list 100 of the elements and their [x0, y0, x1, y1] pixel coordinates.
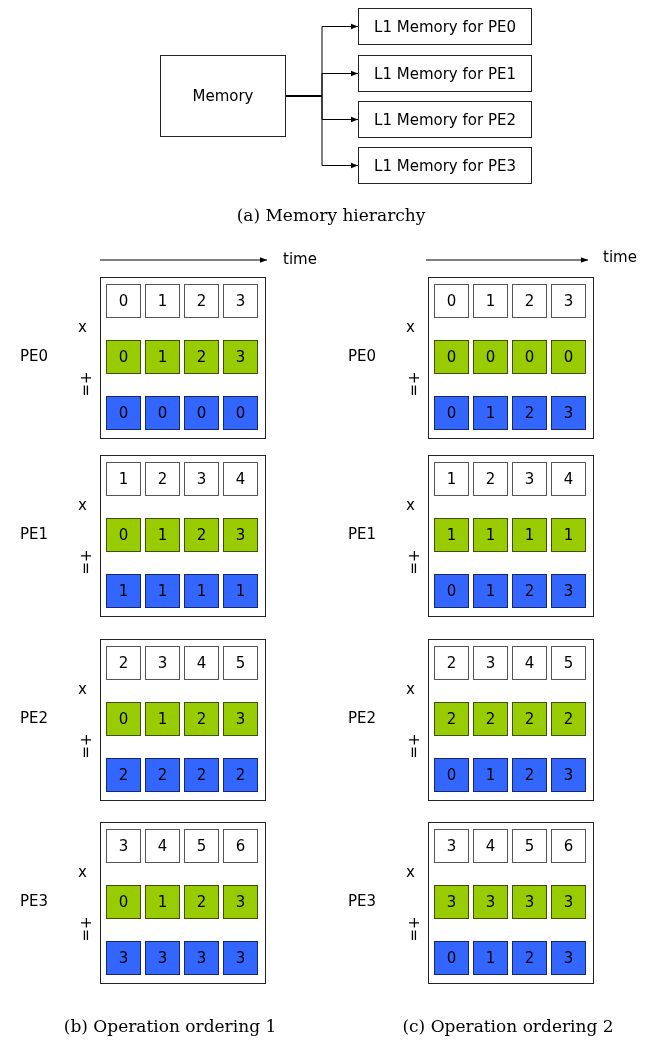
value-cell: 5	[223, 646, 258, 680]
memory-box: Memory	[160, 55, 286, 137]
value-cell: 0	[434, 574, 469, 608]
value-cell: 2	[184, 284, 219, 318]
value-cell: 0	[106, 284, 141, 318]
memory-box: L1 Memory for PE0	[358, 8, 532, 45]
axis-label: time	[283, 250, 317, 268]
value-cell: 1	[145, 574, 180, 608]
value-cell: 3	[434, 829, 469, 863]
value-cell: 3	[223, 885, 258, 919]
pe-panel	[428, 639, 594, 801]
pe-label: PE0	[20, 347, 49, 365]
pe-panel	[428, 277, 594, 439]
value-cell: 1	[551, 518, 586, 552]
value-cell: 5	[551, 646, 586, 680]
value-cell: 1	[512, 518, 547, 552]
value-cell: 3	[512, 885, 547, 919]
value-cell: 0	[551, 340, 586, 374]
value-cell: 3	[145, 646, 180, 680]
value-cell: 1	[145, 518, 180, 552]
pe-label: PE2	[20, 709, 49, 727]
operator-symbol: x	[78, 680, 87, 698]
value-cell: 3	[223, 284, 258, 318]
operator-symbol: +=	[76, 733, 95, 759]
value-cell: 4	[551, 462, 586, 496]
value-cell: 0	[434, 941, 469, 975]
value-cell: 2	[184, 702, 219, 736]
value-cell: 3	[434, 885, 469, 919]
value-cell: 1	[473, 574, 508, 608]
value-cell: 4	[223, 462, 258, 496]
value-cell: 2	[512, 396, 547, 430]
value-cell: 2	[512, 574, 547, 608]
value-cell: 1	[184, 574, 219, 608]
value-cell: 4	[184, 646, 219, 680]
value-cell: 1	[106, 462, 141, 496]
value-cell: 0	[106, 518, 141, 552]
caption: (b) Operation ordering 1	[63, 1016, 277, 1036]
value-cell: 1	[145, 885, 180, 919]
value-cell: 2	[512, 758, 547, 792]
value-cell: 2	[184, 758, 219, 792]
value-cell: 5	[184, 829, 219, 863]
operator-symbol: +=	[404, 916, 423, 942]
value-cell: 1	[473, 758, 508, 792]
operator-symbol: +=	[404, 549, 423, 575]
value-cell: 4	[512, 646, 547, 680]
value-cell: 3	[223, 702, 258, 736]
value-cell: 3	[223, 518, 258, 552]
value-cell: 2	[145, 462, 180, 496]
value-cell: 0	[184, 396, 219, 430]
pe-label: PE2	[348, 709, 377, 727]
value-cell: 0	[434, 396, 469, 430]
value-cell: 3	[184, 941, 219, 975]
value-cell: 2	[434, 646, 469, 680]
memory-box: L1 Memory for PE2	[358, 101, 532, 138]
operator-symbol: +=	[404, 733, 423, 759]
value-cell: 2	[184, 518, 219, 552]
operator-symbol: +=	[404, 371, 423, 397]
value-cell: 2	[223, 758, 258, 792]
value-cell: 3	[551, 758, 586, 792]
pe-label: PE0	[348, 347, 377, 365]
value-cell: 0	[512, 340, 547, 374]
operator-symbol: x	[406, 318, 415, 336]
value-cell: 3	[551, 396, 586, 430]
operator-symbol: +=	[76, 916, 95, 942]
pe-label: PE3	[20, 892, 49, 910]
operator-symbol: x	[78, 318, 87, 336]
operator-symbol: x	[78, 496, 87, 514]
pe-label: PE3	[348, 892, 377, 910]
value-cell: 3	[106, 829, 141, 863]
pe-label: PE1	[348, 525, 377, 543]
memory-box: L1 Memory for PE1	[358, 55, 532, 92]
value-cell: 3	[512, 462, 547, 496]
value-cell: 0	[473, 340, 508, 374]
operator-symbol: x	[406, 496, 415, 514]
caption: (c) Operation ordering 2	[402, 1016, 614, 1036]
operator-symbol: +=	[76, 549, 95, 575]
value-cell: 1	[434, 462, 469, 496]
value-cell: 0	[106, 340, 141, 374]
value-cell: 1	[145, 702, 180, 736]
value-cell: 3	[223, 941, 258, 975]
caption: (a) Memory hierarchy	[236, 205, 426, 225]
value-cell: 2	[106, 758, 141, 792]
value-cell: 0	[434, 284, 469, 318]
value-cell: 3	[551, 941, 586, 975]
pe-panel	[100, 639, 266, 801]
value-cell: 1	[223, 574, 258, 608]
axis-label: time	[603, 248, 637, 266]
value-cell: 4	[473, 829, 508, 863]
value-cell: 2	[551, 702, 586, 736]
value-cell: 2	[512, 284, 547, 318]
pe-panel	[100, 455, 266, 617]
operator-symbol: x	[406, 863, 415, 881]
value-cell: 3	[551, 284, 586, 318]
pe-panel	[428, 822, 594, 984]
value-cell: 1	[145, 284, 180, 318]
operator-symbol: x	[78, 863, 87, 881]
value-cell: 2	[434, 702, 469, 736]
value-cell: 1	[434, 518, 469, 552]
value-cell: 2	[184, 340, 219, 374]
value-cell: 2	[473, 462, 508, 496]
